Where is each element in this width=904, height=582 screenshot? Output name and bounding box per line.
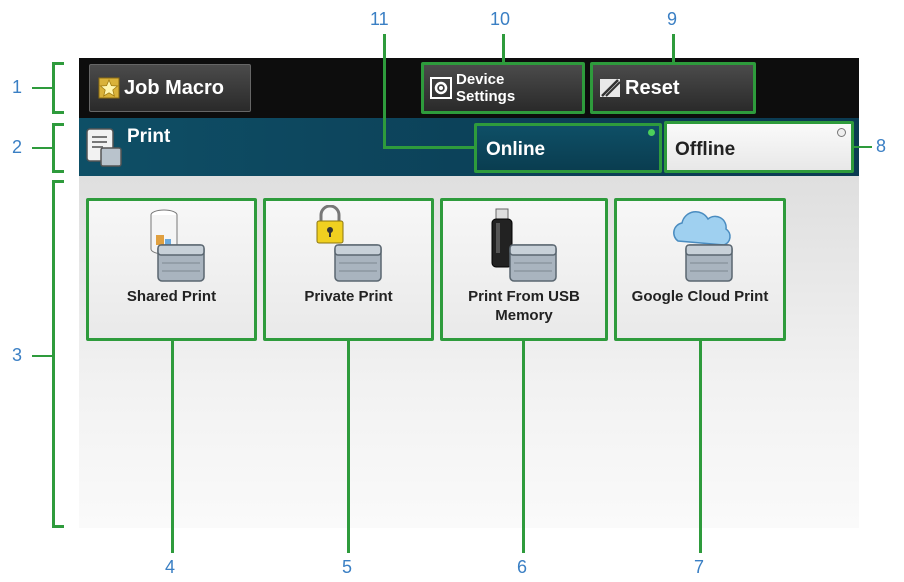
bracket-3-lead (32, 355, 52, 357)
online-indicator-icon (648, 129, 655, 136)
callout-1: 1 (12, 77, 23, 97)
callout-3: 3 (12, 345, 23, 365)
job-macro-button[interactable]: Job Macro (89, 64, 251, 112)
shared-print-label: Shared Print (126, 288, 217, 305)
shared-print-tile[interactable]: Shared Print (86, 198, 257, 341)
print-from-usb-tile[interactable]: Print From USB Memory (440, 198, 608, 341)
callout-10: 10 (490, 9, 511, 29)
callout-8-line (854, 146, 872, 148)
bracket-3-bottom (52, 525, 64, 528)
job-macro-label: Job Macro (124, 76, 225, 99)
callout-7-line (699, 341, 702, 553)
online-button[interactable]: Online (474, 123, 662, 173)
callout-5: 5 (342, 557, 353, 577)
print-icon (85, 126, 123, 168)
google-cloud-print-tile[interactable]: Google Cloud Print (614, 198, 786, 341)
offline-button[interactable]: Offline (664, 121, 854, 173)
online-label: Online (486, 139, 546, 160)
bracket-3-top (52, 180, 64, 183)
bracket-3-vertical (52, 180, 55, 528)
callout-5-line (347, 341, 350, 553)
callout-4-line (171, 341, 174, 553)
callout-9: 9 (667, 9, 678, 29)
device-settings-button[interactable]: Device Settings (421, 62, 585, 114)
lock-printer-icon (299, 204, 399, 287)
reset-label: Reset (625, 76, 680, 99)
callout-6: 6 (517, 557, 528, 577)
callout-10-line (502, 34, 505, 62)
usb-printer-icon (474, 205, 574, 287)
cloud-printer-icon (650, 205, 750, 287)
print-from-usb-label: Print From USB Memory (468, 288, 580, 324)
offline-indicator-icon (837, 128, 846, 137)
callout-2: 2 (12, 137, 23, 157)
callout-11-vertical (383, 34, 386, 148)
bracket-2-bottom (52, 170, 64, 173)
private-print-tile[interactable]: Private Print (263, 198, 434, 341)
callout-7: 7 (694, 557, 705, 577)
page-title: Print (127, 126, 171, 147)
offline-label: Offline (675, 139, 736, 160)
private-print-label: Private Print (304, 288, 393, 305)
reset-icon (599, 77, 621, 99)
callout-11-horizontal (383, 146, 475, 149)
bracket-1-top (52, 62, 64, 65)
bracket-1-lead (32, 87, 52, 89)
google-cloud-print-label: Google Cloud Print (631, 288, 769, 305)
device-settings-label: Device Settings (456, 71, 516, 105)
gear-icon (430, 77, 452, 99)
callout-6-line (522, 341, 525, 553)
bracket-1-vertical (52, 62, 55, 114)
reset-button[interactable]: Reset (590, 62, 756, 114)
bracket-2-vertical (52, 123, 55, 173)
bracket-1-bottom (52, 111, 64, 114)
callout-8: 8 (876, 136, 887, 156)
callout-11: 11 (370, 9, 389, 29)
bracket-2-lead (32, 147, 52, 149)
star-icon (98, 77, 120, 99)
bracket-2-top (52, 123, 64, 126)
shared-print-icon (122, 205, 222, 287)
callout-9-line (672, 34, 675, 62)
callout-4: 4 (165, 557, 176, 577)
